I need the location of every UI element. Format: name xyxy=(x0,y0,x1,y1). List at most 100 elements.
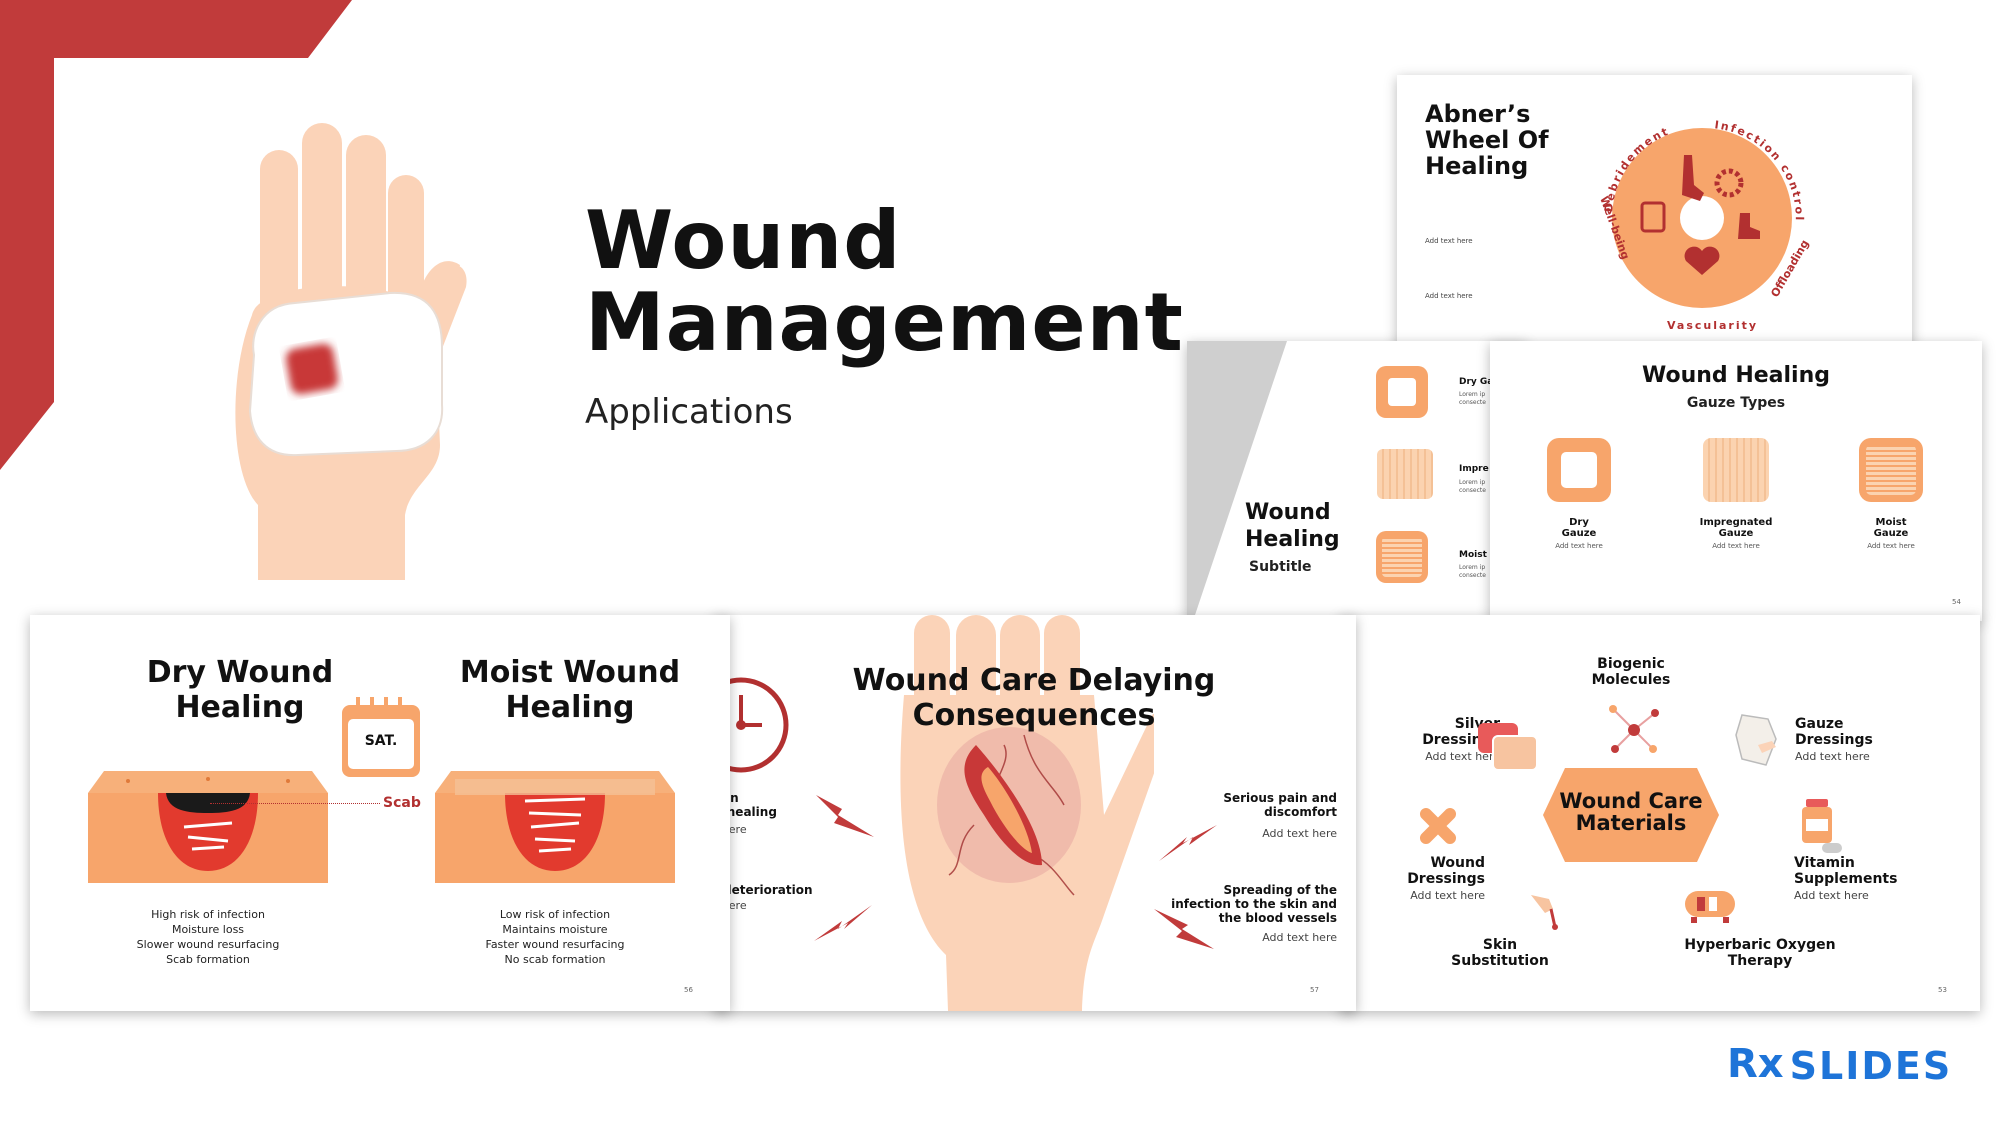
healing-title-line: Healing xyxy=(1245,527,1340,552)
moist-points: Low risk of infection Maintains moisture… xyxy=(435,907,675,967)
consequence-label: Serious pain and xyxy=(1223,791,1337,805)
item-text: consecte xyxy=(1459,399,1486,406)
gauze-add-text: Add text here xyxy=(1555,542,1603,550)
wheel-title-line: Healing xyxy=(1425,152,1529,180)
moist-point: No scab formation xyxy=(504,953,606,966)
gauze-type-dry: Dry Gauze Add text here xyxy=(1529,517,1629,552)
material-label: Hyperbaric Oxygen xyxy=(1684,937,1836,953)
materials-center-line: Wound Care xyxy=(1559,789,1703,813)
moist-point: Maintains moisture xyxy=(502,923,608,936)
materials-center-line: Materials xyxy=(1575,811,1687,835)
wheel-title-line: Wheel Of xyxy=(1425,126,1549,154)
dry-point: Moisture loss xyxy=(171,923,245,936)
heart-icon xyxy=(1684,246,1720,275)
consequence-label: the blood vessels xyxy=(1218,911,1337,925)
scab-pointer-line xyxy=(210,803,380,804)
healing-title: Wound Healing xyxy=(1245,499,1340,553)
slide-wound-care-delaying[interactable]: Wound Care Delaying Consequences y in d … xyxy=(714,615,1356,1011)
ring-label-vascularity: Vascularity xyxy=(1667,319,1758,332)
material-add-text: Add text here xyxy=(1795,750,1870,764)
material-label: Gauze xyxy=(1795,716,1844,732)
material-label: Skin xyxy=(1482,937,1518,953)
wheel-diagram: Debridement Infection control Offloading… xyxy=(1597,118,1811,332)
material-silver: Silver Dressings Add text here xyxy=(1380,716,1500,764)
material-label: Vitamin xyxy=(1794,855,1855,871)
gauze-type-label: Dry xyxy=(1569,517,1589,528)
page-number: 57 xyxy=(1310,986,1319,994)
consequence-label: discomfort xyxy=(1264,805,1337,819)
calendar-label: SAT. xyxy=(364,733,398,749)
consequence-label: Spreading of the xyxy=(1223,883,1337,897)
item-label: Dry Ga xyxy=(1459,377,1494,387)
page-number: 53 xyxy=(1938,986,1947,994)
material-label: Dressings xyxy=(1407,871,1485,888)
center-hexagon xyxy=(1543,768,1719,862)
gauze-roll-icon xyxy=(1377,449,1433,499)
material-label: Substitution xyxy=(1451,953,1549,970)
gauze-add-text: Add text here xyxy=(1867,542,1915,550)
moist-gauze-icon xyxy=(1859,438,1923,502)
moist-point: Faster wound resurfacing xyxy=(485,938,625,951)
slide-abners-wheel[interactable]: Abner’s Wheel Of Healing Add text here A… xyxy=(1397,75,1912,360)
wheel-title: Abner’s Wheel Of Healing xyxy=(1425,101,1549,179)
dry-point: Slower wound resurfacing xyxy=(136,938,280,951)
impregnated-gauze-icon xyxy=(1703,438,1769,502)
material-hyperbaric: Hyperbaric Oxygen Therapy xyxy=(1670,937,1850,969)
scab-label: Scab xyxy=(383,795,421,811)
dry-title-line: Healing xyxy=(175,690,305,725)
item-text: Lorem ip xyxy=(1459,479,1486,486)
bandaged-hand-icon xyxy=(1735,714,1777,766)
hero-title-line-1: Wound xyxy=(585,194,902,287)
dry-title-line: Dry Wound xyxy=(146,655,334,690)
rx-slides-logo[interactable]: Rx SLIDES xyxy=(1727,1036,1952,1086)
molecule-icon xyxy=(1609,705,1659,753)
material-skin: Skin Substitution xyxy=(1435,937,1565,969)
item-text: Lorem ip xyxy=(1459,391,1486,398)
calendar-icon: SAT. xyxy=(342,697,420,777)
hand-bandage-illustration xyxy=(235,123,467,580)
slide-dry-vs-moist[interactable]: Dry Wound Healing Moist Wound Healing SA… xyxy=(30,615,730,1011)
delaying-title: Wound Care Delaying Consequences xyxy=(774,663,1294,733)
material-vitamin: Vitamin Supplements Add text here xyxy=(1794,855,1934,903)
gauze-subtitle: Gauze Types xyxy=(1686,395,1786,411)
vitamin-bottle-icon xyxy=(1802,799,1842,853)
slide-wound-healing-subtitle[interactable]: Wound Healing Subtitle Dry Ga Lorem ip c… xyxy=(1187,341,1527,621)
moist-wound-diagram xyxy=(435,771,675,883)
dry-points: High risk of infection Moisture loss Slo… xyxy=(88,907,328,967)
wheel-add-text-2: Add text here xyxy=(1425,292,1473,300)
logo-rx: Rx xyxy=(1727,1041,1784,1087)
moist-point: Low risk of infection xyxy=(499,908,611,921)
material-label: Biogenic xyxy=(1597,656,1665,672)
consequence-label: : deterioration xyxy=(714,883,813,897)
lightning-icon xyxy=(1154,909,1214,949)
material-add-text: Add text here xyxy=(1425,750,1500,764)
material-label: Supplements xyxy=(1794,871,1898,888)
leg-icon xyxy=(1682,155,1704,201)
material-add-text: Add text here xyxy=(1794,889,1869,903)
lightning-icon xyxy=(1159,825,1217,861)
moist-gauze-icon xyxy=(1376,531,1428,583)
moist-title-line: Moist Wound xyxy=(459,655,681,690)
moist-title: Moist Wound Healing xyxy=(420,655,720,725)
dry-wound-diagram xyxy=(88,771,328,883)
healing-subtitle: Subtitle xyxy=(1249,559,1312,575)
gauze-add-text: Add text here xyxy=(1712,542,1760,550)
page-number: 56 xyxy=(684,986,693,994)
wheel-title-line: Abner’s xyxy=(1425,100,1531,128)
gauze-title: Wound Healing xyxy=(1642,363,1830,388)
slide-gauze-types[interactable]: Wound Healing Gauze Types Dry Gauze Add … xyxy=(1490,341,1982,621)
clock-icon xyxy=(714,677,789,773)
slide-wound-care-materials[interactable]: Wound Care Materials Biogenic Molecules … xyxy=(1340,615,1980,1011)
consequence-right-2: Spreading of the infection to the skin a… xyxy=(1134,883,1337,945)
foot-icon xyxy=(1738,213,1760,239)
materials-center-title: Wound Care Materials xyxy=(1543,790,1719,834)
lightning-icon xyxy=(814,905,872,941)
wheel-add-text-1: Add text here xyxy=(1425,237,1473,245)
material-gauze: Gauze Dressings Add text here xyxy=(1795,716,1935,764)
hero-title: Wound Management xyxy=(585,200,1184,364)
gauze-type-label: Impregnated xyxy=(1699,517,1773,528)
gauze-type-moist: Moist Gauze Add text here xyxy=(1841,517,1941,552)
cross-bandage-icon xyxy=(1419,807,1457,845)
skin-graft-icon xyxy=(1531,895,1558,930)
hero-title-line-2: Management xyxy=(585,276,1184,369)
